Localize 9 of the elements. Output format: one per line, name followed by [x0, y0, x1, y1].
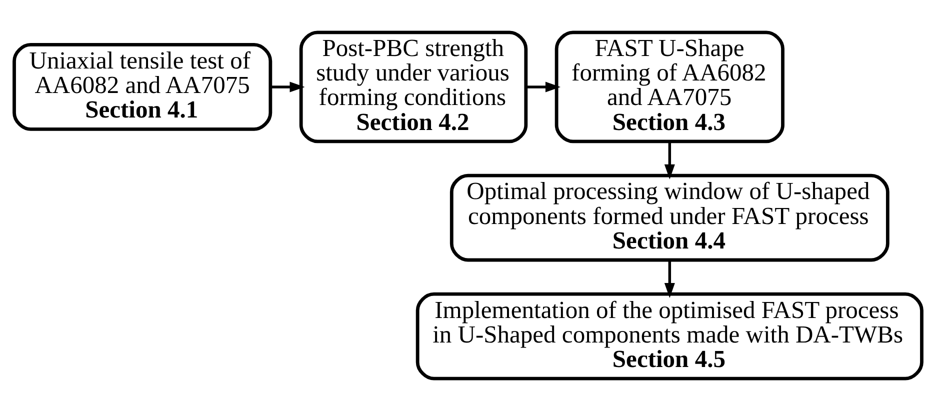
arrow [270, 81, 305, 92]
node-box: Post-PBC strength study under various forming conditions Section 4.2 [299, 30, 528, 143]
arrow [526, 81, 560, 92]
node-box: Implementation of the optimised FAST process in U-Shaped components made with DA-TWBs Section 4.5 [416, 292, 924, 380]
node-box: FAST U-Shape forming of AA6082 and AA7075 Section 4.3 [554, 30, 784, 143]
arrow [664, 260, 675, 298]
node-box: Optimal processing window of U-shaped components formed under FAST process Section 4.4 [450, 173, 890, 262]
arrow [664, 141, 675, 179]
node-box: Uniaxial tensile test of AA6082 and AA7075 Section 4.1 [12, 42, 272, 130]
